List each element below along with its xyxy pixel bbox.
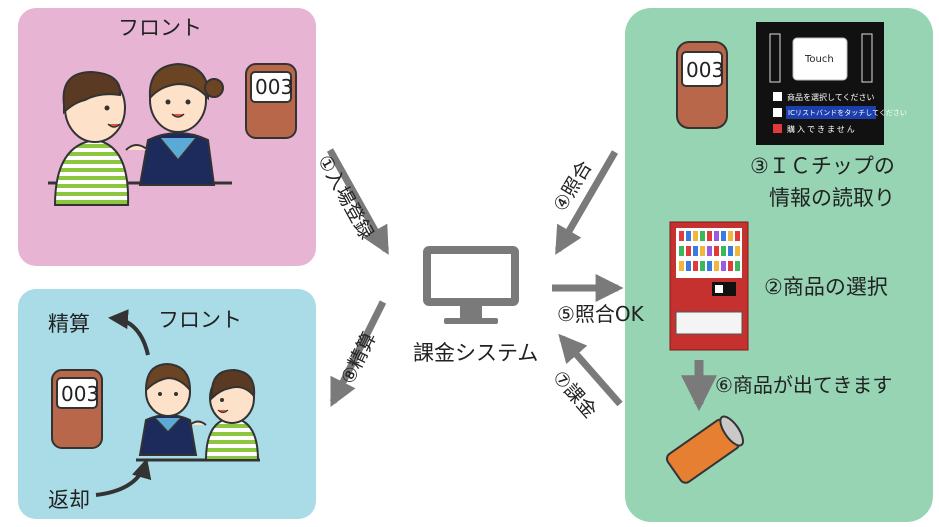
wristband-tag-number: 003 xyxy=(61,382,100,406)
step-3-label-line1: ③ＩＣチップの xyxy=(750,154,895,178)
screen-line-1: 商品を選択してください xyxy=(787,93,875,102)
wristband-tag-number: 003 xyxy=(255,75,294,99)
system-label: 課金システム xyxy=(413,341,539,365)
wristband-tag-icon xyxy=(676,41,728,129)
flow-arrows xyxy=(326,148,717,412)
monitor-icon xyxy=(423,246,519,324)
front-bottom-title: フロント xyxy=(158,308,242,332)
step-5-label: ⑤照合OK xyxy=(557,302,644,326)
front-bottom-scene xyxy=(51,309,260,497)
screen-line-3: 購入できません xyxy=(787,125,857,134)
step-2-label: ②商品の選択 xyxy=(764,275,888,299)
step-3-label-line2: 情報の読取り xyxy=(769,186,895,210)
staff-icon xyxy=(125,62,224,186)
step-6-label: ⑥商品が出てきます xyxy=(715,373,893,397)
person-icon xyxy=(53,70,130,206)
touch-label: Touch xyxy=(805,54,834,65)
wristband-tag-number: 003 xyxy=(686,58,725,82)
vending-machine-icon xyxy=(669,221,749,351)
arrow-icon xyxy=(554,150,619,255)
arrow-icon xyxy=(326,148,390,255)
wristband-tag-icon xyxy=(51,369,103,449)
arrow-icon xyxy=(108,309,150,356)
staff-icon xyxy=(138,362,207,456)
person-icon xyxy=(204,368,260,461)
can-icon xyxy=(665,415,745,484)
settle-label: 精算 xyxy=(48,312,90,336)
ic-reader-screen-icon xyxy=(756,22,884,145)
wristband-tag-icon xyxy=(245,63,297,139)
front-top-title: フロント xyxy=(118,16,202,40)
arrow-icon xyxy=(329,300,387,408)
arrow-icon xyxy=(95,458,152,497)
return-label: 返却 xyxy=(48,488,90,512)
screen-line-2: ICリストバンドをタッチしてください xyxy=(788,109,907,117)
front-top-scene xyxy=(48,62,297,206)
arrow-icon xyxy=(558,333,623,407)
